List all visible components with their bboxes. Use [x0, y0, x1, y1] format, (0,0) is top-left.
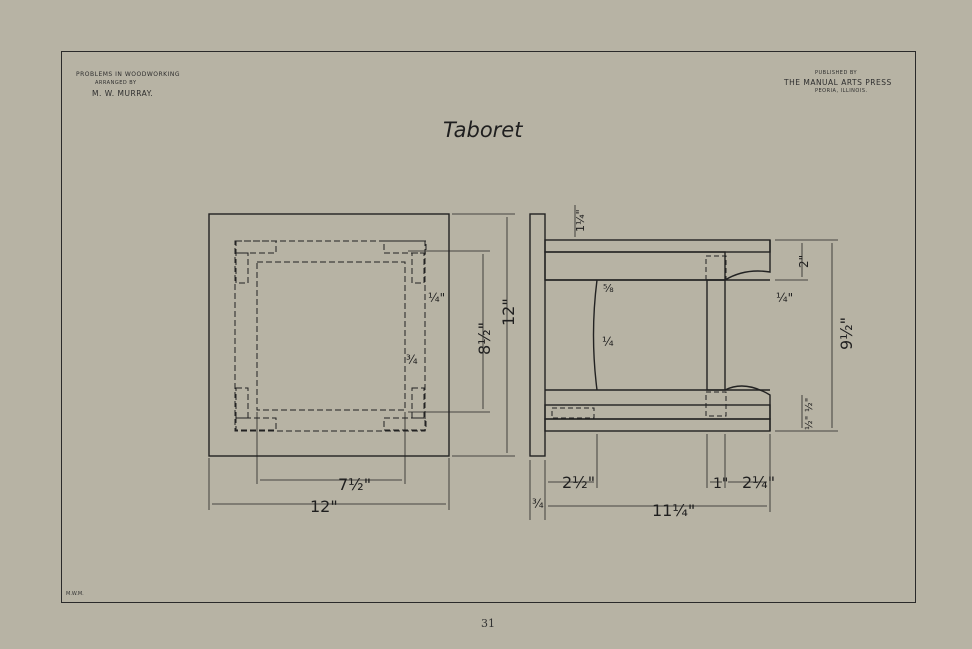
dim-elev-rail: 2": [797, 255, 811, 268]
plan-hidden-rails: [234, 240, 427, 432]
header-arranged-by: Arranged by: [95, 80, 137, 86]
page-number: 31: [481, 617, 495, 630]
dim-elev-one: 1": [713, 476, 728, 492]
dim-elev-top-thickness: 1¼": [574, 209, 587, 232]
dim-elev-two-half: 2½": [562, 473, 595, 492]
dim-plan-depth-inner: 8½": [475, 322, 494, 355]
dim-elev-half-2: ½": [803, 416, 815, 430]
elevation-top-board: [529, 213, 546, 457]
header-author: M. W. Murray.: [92, 89, 154, 98]
dim-elev-eleven-quarter: 11¼": [652, 501, 695, 520]
elevation-apron: [544, 251, 726, 281]
dim-plan-depth-outer: 12": [499, 298, 518, 326]
dim-plan-three-quarter: ¾: [406, 353, 418, 367]
elevation-lower-shelf: [544, 404, 771, 420]
dim-elev-height: 9½": [837, 317, 856, 350]
dim-plan-inner: 7½": [338, 475, 371, 494]
dim-plan-width: 12": [310, 497, 338, 516]
header-publisher: The Manual Arts Press: [784, 78, 892, 87]
elevation-lower-rail: [544, 418, 771, 432]
elevation-rail-top: [544, 239, 771, 253]
dim-plan-quarter: ¼": [428, 291, 445, 305]
header-series-title: Problems in Woodworking: [76, 71, 180, 78]
elevation-leg: [706, 279, 726, 391]
elevation-leg-curve: [592, 279, 598, 391]
dim-elev-five-eighth: ⅝: [603, 282, 614, 295]
dim-elev-two-quarter: 2¼": [742, 473, 775, 492]
header-published-by: Published by: [815, 70, 858, 76]
draftsman-initials: M.W.M.: [66, 591, 84, 597]
dim-elev-quarter: ¼": [776, 291, 793, 305]
dim-elev-leg-quarter: ¼: [602, 335, 614, 349]
dim-elev-half: ½": [803, 398, 815, 412]
header-publisher-location: Peoria, Illinois.: [815, 88, 868, 94]
dim-elev-three-quarter: ¾: [532, 497, 544, 511]
drawing-title: Taboret: [443, 118, 523, 142]
drawing-border: [61, 51, 916, 603]
plan-top-outline: [208, 213, 450, 457]
